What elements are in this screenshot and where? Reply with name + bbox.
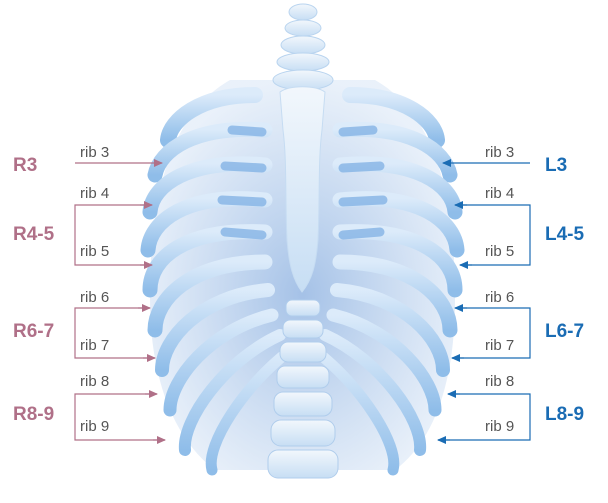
group-label-r6-7: R6-7 bbox=[13, 321, 54, 342]
group-label-r3: R3 bbox=[13, 155, 37, 176]
rib-label-r7: rib 7 bbox=[80, 337, 109, 354]
right-side-annotations: rib 3 rib 4 rib 5 rib 6 rib 7 rib 8 rib … bbox=[13, 144, 165, 440]
rib-label-l9: rib 9 bbox=[485, 418, 514, 435]
group-label-l6-7: L6-7 bbox=[545, 321, 584, 342]
rib-label-l7: rib 7 bbox=[485, 337, 514, 354]
rib-cage-illustration bbox=[148, 4, 457, 478]
group-label-l4-5: L4-5 bbox=[545, 224, 585, 245]
bracket-l8-9 bbox=[438, 394, 530, 440]
group-label-r4-5: R4-5 bbox=[13, 224, 55, 245]
rib-label-r4: rib 4 bbox=[80, 185, 109, 202]
rib-label-r8: rib 8 bbox=[80, 373, 109, 390]
group-label-l8-9: L8-9 bbox=[545, 404, 584, 425]
rib-label-l6: rib 6 bbox=[485, 289, 514, 306]
rib-label-l8: rib 8 bbox=[485, 373, 514, 390]
cervical-spine bbox=[273, 4, 333, 90]
rib-label-r9: rib 9 bbox=[80, 418, 109, 435]
rib-label-l5: rib 5 bbox=[485, 243, 514, 260]
rib-label-l3: rib 3 bbox=[485, 144, 514, 161]
group-label-r8-9: R8-9 bbox=[13, 404, 54, 425]
rib-label-r5: rib 5 bbox=[80, 243, 109, 260]
rib-label-r3: rib 3 bbox=[80, 144, 109, 161]
rib-label-r6: rib 6 bbox=[80, 289, 109, 306]
rib-label-l4: rib 4 bbox=[485, 185, 514, 202]
group-label-l3: L3 bbox=[545, 155, 567, 176]
